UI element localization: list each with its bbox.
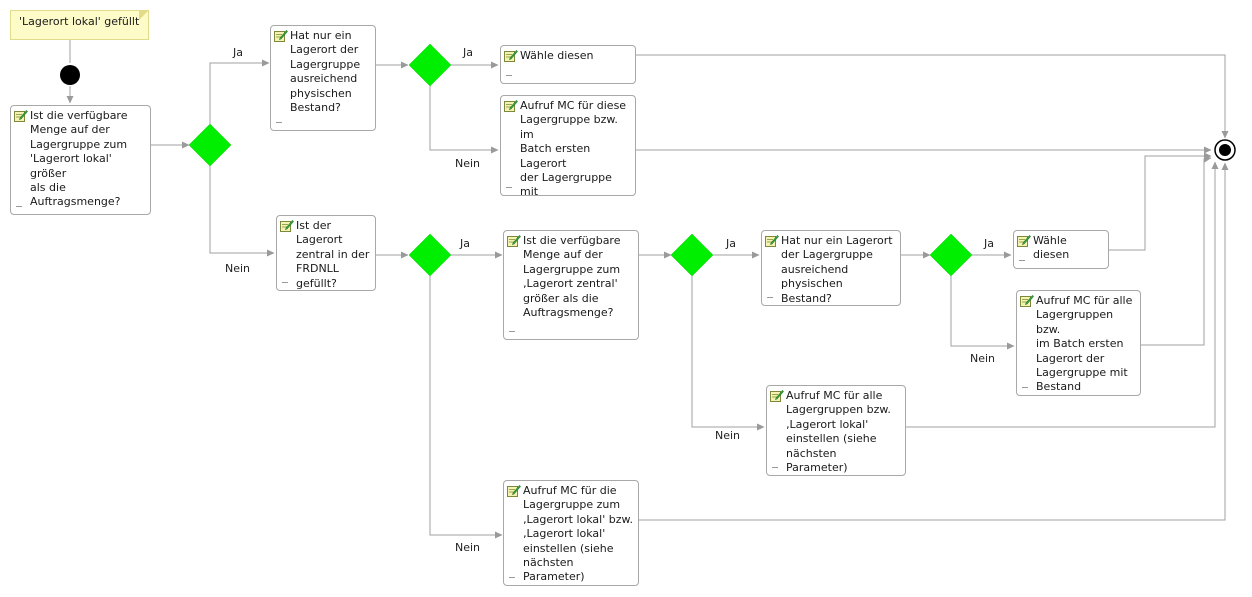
- edge-d3-nein: [429, 276, 503, 539]
- note-pencil-icon: [507, 234, 521, 247]
- box-waehle-2-tick: [1019, 260, 1025, 261]
- note-pencil-icon: [1017, 234, 1031, 247]
- edge-label-nein-2: Nein: [455, 157, 481, 170]
- edge-aufruf2-end: [1141, 155, 1212, 346]
- box-q-zentral[interactable]: Ist der Lagerort zentral in der FRDNLL g…: [276, 215, 376, 291]
- edge-d5-nein: [950, 276, 1015, 350]
- end-node-core: [1219, 144, 1231, 156]
- edge-label-ja-5: Ja: [984, 237, 994, 250]
- edge-label-ja-3: Ja: [460, 237, 470, 250]
- note-pencil-icon: [274, 29, 288, 42]
- note-pencil-icon: [770, 389, 784, 402]
- note-pencil-icon: [280, 219, 294, 232]
- box-q-menge-zentral-tick: [509, 331, 515, 332]
- decision-2[interactable]: [408, 43, 452, 87]
- box-q-nur-ein-1[interactable]: Hat nur ein Lagerort der Lagergruppe aus…: [270, 25, 376, 131]
- edge-aufruf3-end: [906, 161, 1219, 428]
- note-pencil-icon: [507, 484, 521, 497]
- edge-aufruf4-end: [639, 162, 1229, 521]
- box-q-lokal-tick: [16, 206, 22, 207]
- box-aufruf-1-tick: [506, 187, 512, 188]
- edge-label-nein-5: Nein: [970, 352, 996, 365]
- box-q-menge-zentral[interactable]: Ist die verfügbare Menge auf der Lagergr…: [503, 230, 639, 340]
- note-pencil-icon: [504, 49, 518, 62]
- box-aufruf-2-tick: [1022, 387, 1028, 388]
- edge-label-ja-1: Ja: [233, 46, 243, 59]
- box-q-nur-ein-2-text: Hat nur ein Lagerort der Lagergruppe aus…: [781, 234, 893, 305]
- edge-label-nein-4: Nein: [715, 429, 741, 442]
- box-aufruf-3-text: Aufruf MC für alle Lagergruppen bzw. ‚La…: [786, 389, 891, 475]
- note-pencil-icon: [1020, 294, 1034, 307]
- box-aufruf-3[interactable]: Aufruf MC für alle Lagergruppen bzw. ‚La…: [766, 385, 906, 476]
- box-q-nur-ein-1-tick: [276, 122, 282, 123]
- note-text: 'Lagerort lokal' gefüllt: [19, 15, 140, 28]
- box-aufruf-3-tick: [772, 467, 778, 468]
- decision-4[interactable]: [670, 233, 714, 277]
- box-waehle-2[interactable]: Wähle diesen: [1013, 230, 1109, 269]
- note-pencil-icon: [504, 99, 518, 112]
- edge-d1-nein: [209, 166, 275, 257]
- box-aufruf-4-tick: [509, 577, 515, 578]
- note-pencil-icon: [14, 109, 28, 122]
- decision-1[interactable]: [188, 123, 232, 167]
- edge-d1-ja: [209, 59, 270, 124]
- box-aufruf-4-text: Aufruf MC für die Lagergruppe zum ‚Lager…: [523, 484, 633, 584]
- edge-label-nein-3: Nein: [455, 541, 481, 554]
- edge-label-nein-1: Nein: [225, 262, 251, 275]
- box-q-nur-ein-2-tick: [767, 297, 773, 298]
- decision-3[interactable]: [408, 233, 452, 277]
- edge-waehle1-end: [636, 54, 1229, 139]
- note-lagerort-lokal[interactable]: 'Lagerort lokal' gefüllt: [10, 10, 149, 40]
- box-aufruf-2-text: Aufruf MC für alle Lagergruppen bzw. im …: [1036, 294, 1133, 395]
- edge-label-ja-4: Ja: [726, 237, 736, 250]
- box-waehle-1[interactable]: Wähle diesen: [500, 45, 636, 84]
- box-aufruf-1-text: Aufruf MC für diese Lagergruppe bzw. im …: [520, 99, 627, 196]
- box-waehle-1-tick: [506, 75, 512, 76]
- edge-waehle2-end: [1109, 152, 1212, 251]
- edge-d4-nein: [691, 276, 765, 431]
- box-waehle-1-text: Wähle diesen: [520, 49, 594, 62]
- box-q-nur-ein-1-text: Hat nur ein Lagerort der Lagergruppe aus…: [290, 29, 361, 115]
- box-aufruf-1[interactable]: Aufruf MC für diese Lagergruppe bzw. im …: [500, 95, 636, 196]
- decision-5[interactable]: [929, 233, 973, 277]
- box-waehle-2-text: Wähle diesen: [1033, 234, 1070, 262]
- box-aufruf-2[interactable]: Aufruf MC für alle Lagergruppen bzw. im …: [1016, 290, 1141, 396]
- box-q-zentral-text: Ist der Lagerort zentral in der FRDNLL g…: [296, 219, 370, 290]
- box-q-menge-zentral-text: Ist die verfügbare Menge auf der Lagergr…: [523, 234, 621, 320]
- start-node[interactable]: [60, 65, 80, 85]
- box-q-lokal[interactable]: Ist die verfügbare Menge auf der Lagergr…: [10, 105, 151, 215]
- box-aufruf-4[interactable]: Aufruf MC für die Lagergruppe zum ‚Lager…: [503, 480, 639, 586]
- note-pencil-icon: [765, 234, 779, 247]
- edge-d2-nein: [429, 86, 499, 154]
- edge-label-ja-2: Ja: [463, 46, 473, 59]
- box-q-lokal-text: Ist die verfügbare Menge auf der Lagergr…: [30, 109, 128, 209]
- box-q-zentral-tick: [282, 282, 288, 283]
- box-q-nur-ein-2[interactable]: Hat nur ein Lagerort der Lagergruppe aus…: [761, 230, 901, 306]
